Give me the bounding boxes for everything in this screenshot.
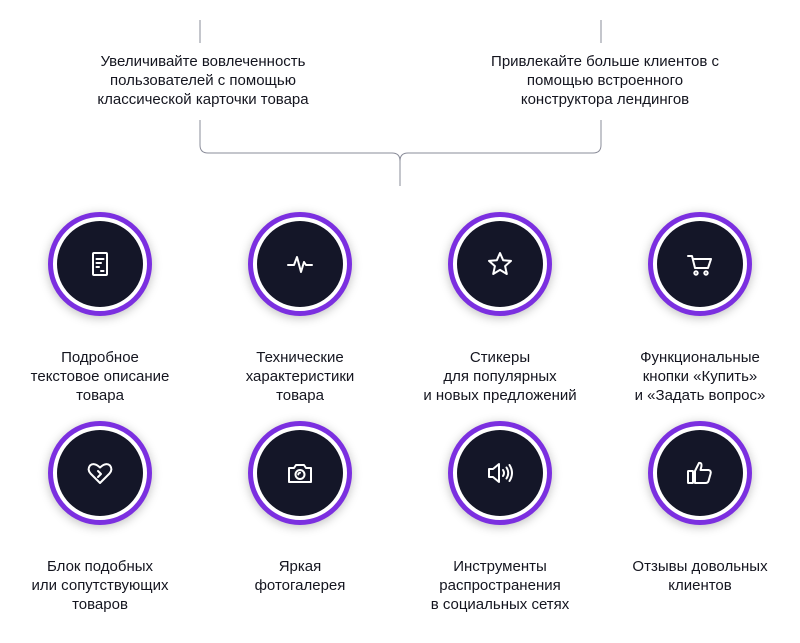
feature-ring	[48, 421, 152, 525]
label-line: Стикеры	[469, 349, 531, 366]
feature-text-description: Подробное текстовое описание товара	[0, 212, 200, 405]
label-line: товара	[76, 387, 124, 404]
label-line: для популярных	[443, 368, 557, 385]
label-line: и «Задать вопрос»	[634, 387, 766, 404]
feature-label: Стикеры для популярных и новых предложен…	[400, 348, 600, 405]
thumbs-up-icon	[687, 461, 712, 484]
label-line: клиентов	[668, 577, 732, 594]
feature-buy-buttons: Функциональные кнопки «Купить» и «Задать…	[600, 212, 800, 405]
feature-ring	[648, 212, 752, 316]
label-line: распространения	[439, 577, 561, 594]
feature-label: Подробное текстовое описание товара	[0, 348, 200, 405]
label-line: фотогалерея	[254, 577, 346, 594]
label-line: и новых предложений	[423, 387, 577, 404]
label-line: товара	[276, 387, 324, 404]
feature-stickers: Стикеры для популярных и новых предложен…	[400, 212, 600, 405]
feature-label: Технические характеристики товара	[200, 348, 400, 405]
feature-disc	[457, 430, 543, 516]
feature-ring	[248, 212, 352, 316]
feature-ring	[248, 421, 352, 525]
feature-disc	[257, 430, 343, 516]
feature-label: Блок подобных или сопутствующих товаров	[0, 557, 200, 614]
label-line: Яркая	[278, 558, 322, 575]
speaker-icon	[488, 463, 513, 483]
feature-photo-gallery: Яркая фотогалерея	[200, 421, 400, 595]
pulse-icon	[287, 256, 313, 273]
caption-line: конструктора лендингов	[520, 91, 690, 108]
feature-reviews: Отзывы довольных клиентов	[600, 421, 800, 595]
feature-ring	[448, 421, 552, 525]
label-line: или сопутствующих	[31, 577, 169, 594]
label-line: Блок подобных	[46, 558, 154, 575]
feature-disc	[257, 221, 343, 307]
label-line: в социальных сетях	[430, 596, 570, 613]
label-line: характеристики	[245, 368, 355, 385]
top-left-caption: Увеличивайте вовлеченность пользователей…	[53, 52, 353, 109]
feature-disc	[57, 430, 143, 516]
feature-label: Отзывы довольных клиентов	[600, 557, 800, 595]
camera-icon	[288, 464, 312, 483]
document-icon	[92, 252, 108, 276]
star-icon	[488, 252, 512, 275]
label-line: Инструменты	[453, 558, 547, 575]
feature-label: Инструменты распространения в социальных…	[400, 557, 600, 614]
top-right-caption: Привлекайте больше клиентов с помощью вс…	[455, 52, 755, 109]
caption-line: помощью встроенного	[526, 72, 684, 89]
feature-ring	[48, 212, 152, 316]
caption-line: Привлекайте больше клиентов с	[491, 53, 719, 70]
label-line: Технические	[256, 349, 344, 366]
caption-line: Увеличивайте вовлеченность	[100, 53, 306, 70]
heart-icon	[87, 463, 113, 484]
feature-ring	[648, 421, 752, 525]
feature-disc	[57, 221, 143, 307]
feature-disc	[657, 430, 743, 516]
cart-icon	[687, 255, 712, 276]
label-line: кнопки «Купить»	[642, 368, 758, 385]
feature-label: Яркая фотогалерея	[200, 557, 400, 595]
feature-disc	[457, 221, 543, 307]
label-line: Функциональные	[640, 349, 760, 366]
feature-social-sharing: Инструменты распространения в социальных…	[400, 421, 600, 614]
feature-related-products: Блок подобных или сопутствующих товаров	[0, 421, 200, 614]
feature-disc	[657, 221, 743, 307]
label-line: Отзывы довольных	[632, 558, 768, 575]
feature-ring	[448, 212, 552, 316]
label-line: текстовое описание	[30, 368, 170, 385]
feature-label: Функциональные кнопки «Купить» и «Задать…	[600, 348, 800, 405]
caption-line: классической карточки товара	[97, 91, 309, 108]
feature-tech-specs: Технические характеристики товара	[200, 212, 400, 405]
label-line: Подробное	[61, 349, 139, 366]
caption-line: пользователей с помощью	[110, 72, 296, 89]
label-line: товаров	[72, 596, 128, 613]
